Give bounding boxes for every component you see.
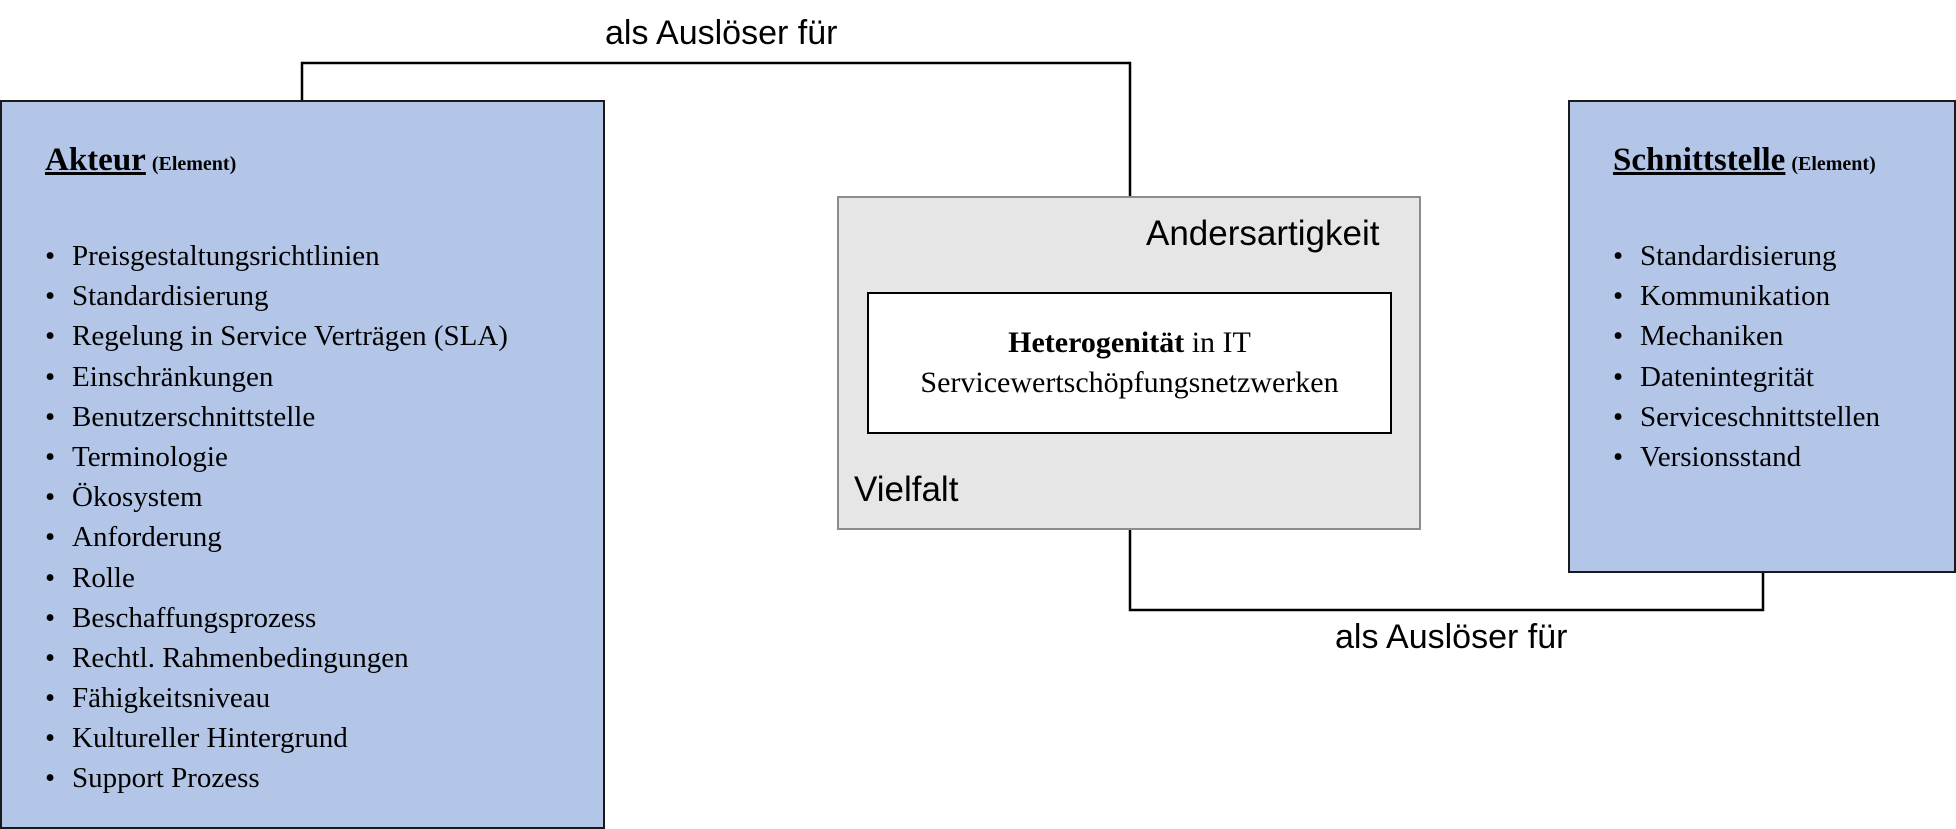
list-item-label: Versionsstand — [1640, 440, 1802, 473]
bullet-icon: • — [1613, 400, 1624, 433]
list-item-label: Datenintegrität — [1640, 360, 1814, 393]
akteur-list-item: • Anforderung — [45, 517, 508, 557]
akteur-box: Akteur(Element) • Preisgestaltungsrichtli… — [0, 100, 605, 829]
bullet-icon: • — [45, 360, 56, 393]
akteur-heading: Akteur(Element) — [45, 142, 236, 179]
bullet-icon: • — [45, 320, 56, 353]
bullet-icon: • — [1613, 320, 1624, 353]
list-item-label: Kommunikation — [1640, 280, 1831, 313]
akteur-list-item: • Ökosystem — [45, 477, 508, 517]
bullet-icon: • — [45, 280, 56, 313]
core-bold-term: Heterogenität — [1008, 326, 1185, 359]
core-line-2: Servicewertschöpfungsnetzwerken — [920, 366, 1339, 399]
bullet-icon: • — [45, 481, 56, 514]
heterogeneity-core-box: Heterogenität in IT Servicewertschöpfung… — [867, 292, 1392, 434]
list-item-label: Benutzerschnittstelle — [72, 400, 316, 433]
akteur-list: • Preisgestaltungsrichtlinien • Standardisi… — [45, 236, 508, 799]
trigger-label-bottom: als Auslöser für — [1335, 618, 1568, 656]
trigger-label-top: als Auslöser für — [605, 14, 838, 52]
schnittstelle-list-item: • Serviceschnittstellen — [1613, 397, 1880, 437]
akteur-list-item: • Support Prozess — [45, 758, 508, 798]
list-item-label: Mechaniken — [1640, 320, 1784, 353]
bullet-icon: • — [1613, 440, 1624, 473]
schnittstelle-box: Schnittstelle(Element) • Standardisierung… — [1568, 100, 1956, 573]
schnittstelle-list-item: • Versionsstand — [1613, 437, 1880, 477]
bullet-icon: • — [45, 722, 56, 755]
schnittstelle-list-item: • Datenintegrität — [1613, 357, 1880, 397]
bullet-icon: • — [45, 400, 56, 433]
schnittstelle-list-item: • Kommunikation — [1613, 276, 1880, 316]
schnittstelle-list-item: • Standardisierung — [1613, 236, 1880, 276]
list-item-label: Ökosystem — [72, 481, 203, 514]
list-item-label: Terminologie — [72, 440, 228, 473]
list-item-label: Fähigkeitsniveau — [72, 682, 271, 715]
bullet-icon: • — [1613, 280, 1624, 313]
list-item-label: Preisgestaltungsrichtlinien — [72, 240, 380, 272]
akteur-list-item: • Rechtl. Rahmenbedingungen — [45, 638, 508, 678]
akteur-list-item: • Standardisierung — [45, 276, 508, 316]
list-item-label: Beschaffungsprozess — [72, 601, 317, 634]
list-item-label: Serviceschnittstellen — [1640, 400, 1880, 433]
schnittstelle-title: Schnittstelle — [1613, 142, 1786, 178]
bullet-icon: • — [45, 641, 56, 674]
list-item-label: Rolle — [72, 561, 135, 594]
core-line-1: Heterogenität in IT — [1008, 323, 1251, 363]
label-andersartigkeit: Andersartigkeit — [1146, 214, 1380, 253]
list-item-label: Standardisierung — [72, 280, 269, 313]
list-item-label: Support Prozess — [72, 762, 260, 795]
akteur-list-item: • Kultureller Hintergrund — [45, 718, 508, 758]
akteur-list-item: • Terminologie — [45, 437, 508, 477]
schnittstelle-heading: Schnittstelle(Element) — [1613, 142, 1876, 179]
akteur-title: Akteur — [45, 142, 146, 178]
akteur-subtitle: (Element) — [151, 153, 237, 175]
schnittstelle-list-item: • Mechaniken — [1613, 316, 1880, 356]
list-item-label: Kultureller Hintergrund — [72, 722, 348, 755]
bullet-icon: • — [1613, 360, 1624, 393]
akteur-list-item: • Benutzerschnittstelle — [45, 397, 508, 437]
bullet-icon: • — [45, 240, 56, 272]
list-item-label: Einschränkungen — [72, 360, 274, 393]
bullet-icon: • — [45, 601, 56, 634]
list-item-label: Anforderung — [72, 521, 222, 554]
akteur-list-item: • Fähigkeitsniveau — [45, 678, 508, 718]
bullet-icon: • — [45, 762, 56, 795]
bullet-icon: • — [45, 521, 56, 554]
bullet-icon: • — [45, 440, 56, 473]
trigger-connector-top — [300, 61, 1132, 290]
core-rest-text: in IT — [1184, 326, 1251, 359]
list-item-label: Regelung in Service Verträgen (SLA) — [72, 320, 508, 353]
schnittstelle-subtitle: (Element) — [1791, 153, 1876, 175]
akteur-list-item: • Beschaffungsprozess — [45, 598, 508, 638]
label-vielfalt: Vielfalt — [854, 470, 959, 509]
akteur-list-item: • Rolle — [45, 558, 508, 598]
akteur-list-item: • Einschränkungen — [45, 357, 508, 397]
bullet-icon: • — [45, 682, 56, 715]
schnittstelle-list: • Standardisierung • Kommunikation • Mechanik… — [1613, 236, 1880, 477]
akteur-list-item: • Preisgestaltungsrichtlinien — [45, 236, 508, 276]
bullet-icon: • — [1613, 240, 1624, 272]
list-item-label: Rechtl. Rahmenbedingungen — [72, 641, 409, 674]
list-item-label: Standardisierung — [1640, 240, 1837, 272]
akteur-list-item: • Regelung in Service Verträgen (SLA) — [45, 316, 508, 356]
bullet-icon: • — [45, 561, 56, 594]
